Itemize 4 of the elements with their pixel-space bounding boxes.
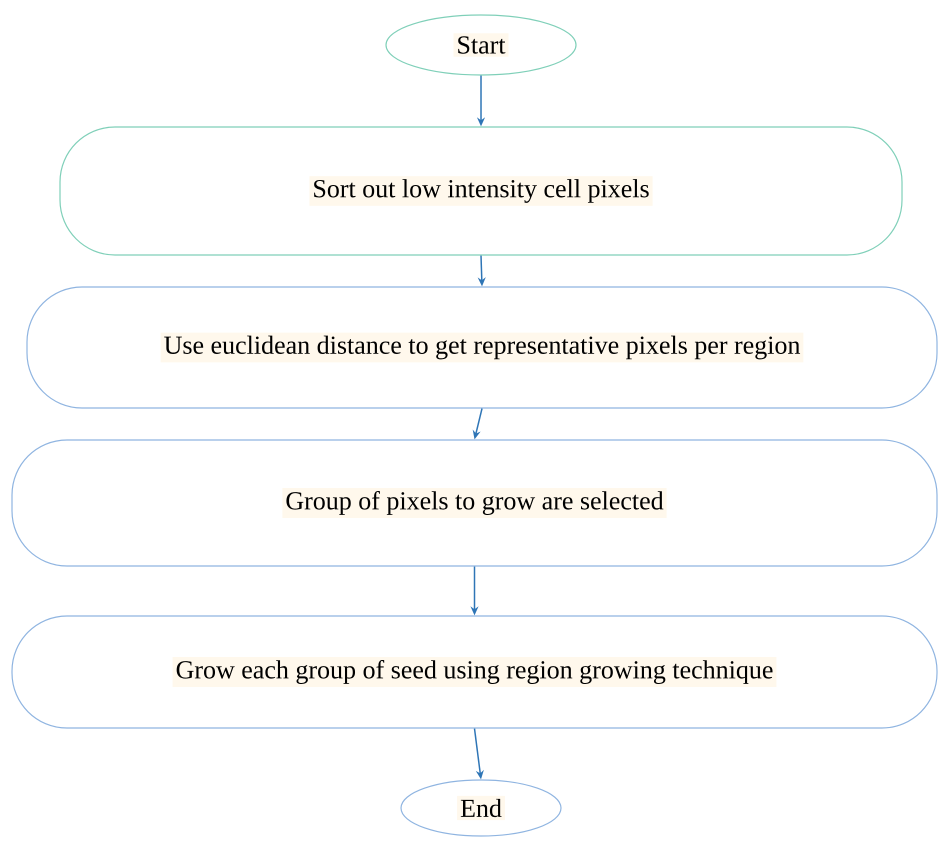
process-box: Group of pixels to grow are selected: [11, 439, 938, 567]
process-box: Use euclidean distance to get representative pixels per region: [26, 286, 938, 409]
process-box: Grow each group of seed using region growing technique: [11, 615, 938, 729]
process-box: Sort out low intensity cell pixels: [59, 126, 903, 256]
